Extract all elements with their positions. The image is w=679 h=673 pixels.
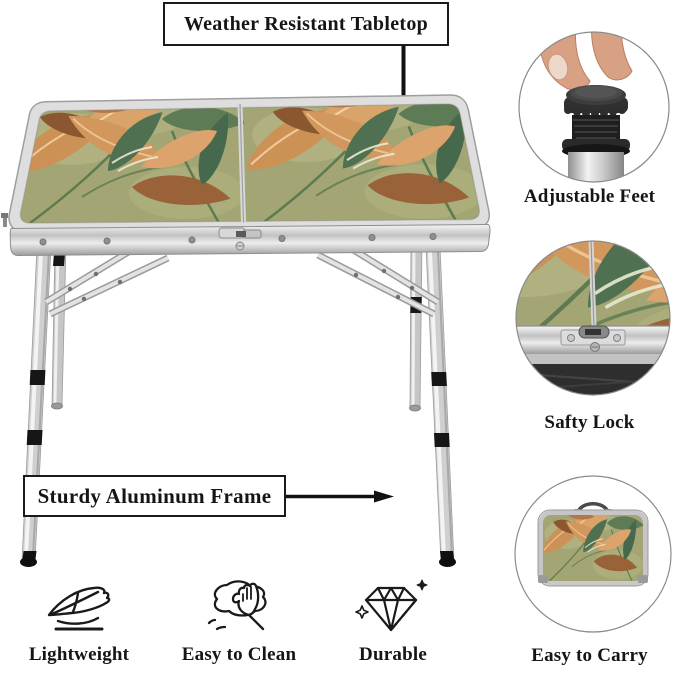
tabletop	[8, 94, 490, 233]
aluminum-edge-band	[1, 213, 491, 257]
center-latch	[218, 227, 262, 251]
folded-table-case	[537, 502, 649, 587]
durable-label: Durable	[359, 644, 427, 665]
feather-icon	[47, 586, 111, 631]
adjustable-foot-photo	[518, 31, 670, 183]
tabletop-callout: Weather Resistant Tabletop	[163, 2, 449, 46]
tabletop-leaf-print	[20, 104, 480, 223]
adjustable-foot-knob	[562, 85, 630, 158]
diamond-icon	[355, 579, 428, 632]
lock-mechanism	[560, 325, 626, 352]
easy-to-clean-label: Easy to Clean	[181, 644, 297, 665]
safty-lock-label: Safty Lock	[544, 412, 635, 433]
rear-legs	[51, 242, 423, 412]
leg-cylinder	[568, 152, 624, 182]
folding-braces	[44, 246, 440, 318]
wiping-hand-icon	[207, 580, 267, 631]
frame-callout: Sturdy Aluminum Frame	[23, 475, 286, 517]
safety-lock-photo	[515, 240, 671, 396]
table-product-photo	[1, 94, 491, 567]
arrow-right-icon	[286, 490, 394, 503]
adjustable-feet-label: Adjustable Feet	[523, 186, 656, 207]
rivets	[39, 232, 437, 246]
frame-callout-label: Sturdy Aluminum Frame	[37, 483, 272, 508]
folded-table-photo	[514, 475, 672, 633]
easy-to-carry-label: Easy to Carry	[531, 645, 648, 666]
lightweight-label: Lightweight	[28, 644, 130, 665]
tabletop-callout-label: Weather Resistant Tabletop	[183, 12, 429, 35]
